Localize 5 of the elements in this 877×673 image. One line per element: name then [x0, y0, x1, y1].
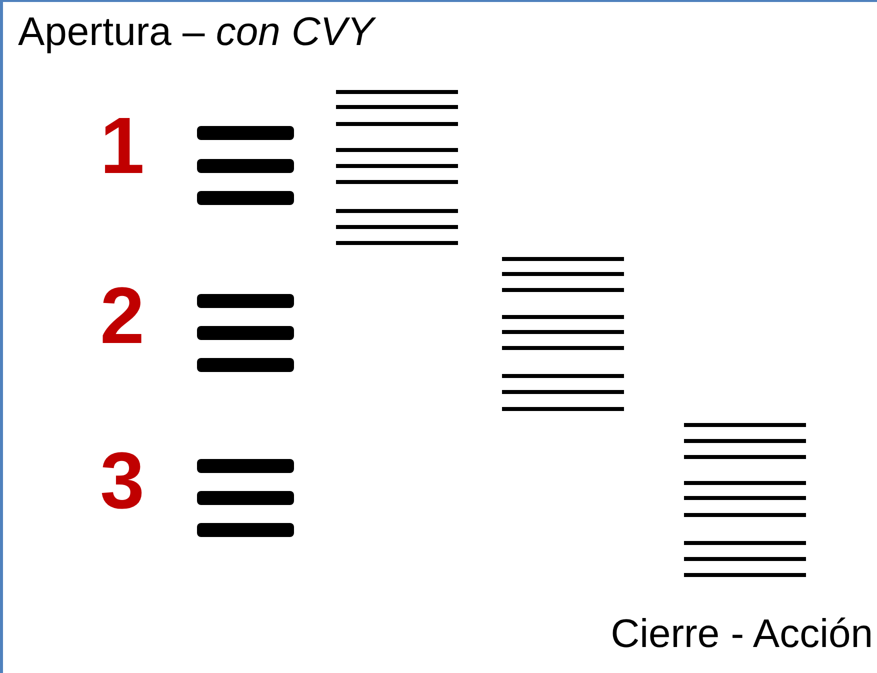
number-label: 1 [100, 100, 144, 192]
number-label: 3 [100, 435, 144, 527]
title: Apertura – con CVY [18, 9, 374, 56]
number-label: 2 [100, 270, 144, 362]
caption-text: Cierre - Acción [610, 611, 873, 658]
